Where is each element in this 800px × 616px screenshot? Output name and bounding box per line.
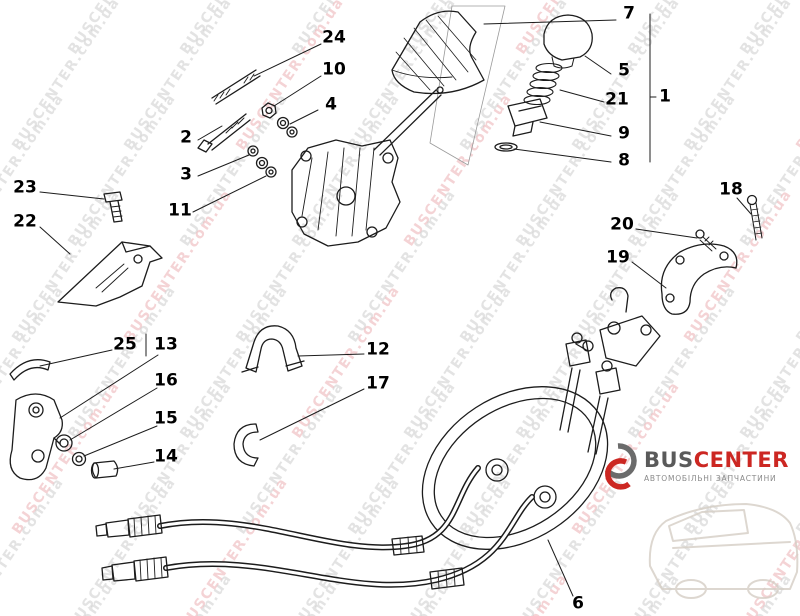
leader-line-8 bbox=[513, 148, 612, 163]
leader-line-16 bbox=[69, 387, 158, 441]
part-label-5: 5 bbox=[618, 60, 630, 81]
leader-line-12 bbox=[297, 353, 365, 357]
part-label-24: 24 bbox=[322, 27, 346, 48]
leader-line-9 bbox=[539, 121, 612, 137]
cable-bracket-19 bbox=[660, 243, 738, 315]
leader-line-11 bbox=[192, 175, 267, 213]
leader-line-18 bbox=[736, 197, 752, 215]
leader-lines bbox=[39, 13, 752, 597]
leader-line-13 bbox=[59, 354, 159, 419]
part-label-8: 8 bbox=[618, 150, 630, 171]
shift-housing bbox=[291, 139, 401, 247]
part-label-25: 25 bbox=[113, 334, 137, 355]
screw-18 bbox=[746, 194, 763, 241]
clamp-12 bbox=[241, 325, 305, 373]
part-label-11: 11 bbox=[168, 200, 192, 221]
part-label-1: 1 bbox=[659, 86, 671, 107]
bracket-22 bbox=[57, 241, 163, 307]
spring-21 bbox=[523, 62, 563, 106]
part-label-17: 17 bbox=[366, 373, 390, 394]
stud-24 bbox=[211, 69, 261, 105]
lever-rod bbox=[373, 86, 444, 156]
leader-line-10 bbox=[273, 75, 322, 107]
selector-shaft-9 bbox=[507, 98, 548, 137]
clip-17 bbox=[233, 423, 259, 467]
logo-name-center: CENTER bbox=[693, 447, 789, 472]
gear-lever-boot-7 bbox=[391, 10, 485, 95]
washer-3 bbox=[247, 145, 259, 157]
part-label-16: 16 bbox=[154, 370, 178, 391]
link-25 bbox=[9, 359, 51, 381]
assembly-frame bbox=[429, 5, 506, 166]
part-label-21: 21 bbox=[605, 89, 629, 110]
buscenter-logo: BUSCENTER АВТОМОБІЛЬНІ ЗАПЧАСТИНИ bbox=[600, 440, 789, 492]
cable-ends bbox=[559, 332, 621, 455]
leader-line-3 bbox=[197, 154, 250, 177]
leader-line-19 bbox=[631, 261, 667, 289]
cables-6 bbox=[157, 465, 535, 588]
logo-name-bus: BUS bbox=[644, 447, 694, 472]
part-label-13: 13 bbox=[154, 334, 178, 355]
part-label-7: 7 bbox=[623, 3, 635, 24]
leader-line-23 bbox=[39, 191, 105, 200]
part-label-3: 3 bbox=[180, 164, 192, 185]
leader-line-14 bbox=[113, 461, 155, 470]
nut-10 bbox=[261, 102, 277, 119]
part-label-6: 6 bbox=[572, 593, 584, 614]
buscenter-logo-mark bbox=[604, 443, 637, 490]
bushing-15 bbox=[71, 451, 87, 467]
leader-line-20 bbox=[635, 228, 698, 239]
grommet-plate bbox=[421, 386, 609, 550]
washers-11 bbox=[255, 156, 277, 178]
washer-16 bbox=[55, 434, 73, 452]
part-label-20: 20 bbox=[610, 214, 634, 235]
leader-line-7 bbox=[483, 19, 617, 25]
leader-line-2 bbox=[197, 125, 223, 141]
part-label-12: 12 bbox=[366, 339, 390, 360]
washers-4 bbox=[276, 116, 298, 138]
logo-tagline: АВТОМОБІЛЬНІ ЗАПЧАСТИНИ bbox=[644, 474, 777, 484]
part-label-14: 14 bbox=[154, 446, 178, 467]
leader-line-15 bbox=[83, 425, 158, 457]
cable-fittings-left bbox=[95, 514, 169, 582]
leader-line-22 bbox=[39, 226, 71, 255]
part-label-15: 15 bbox=[154, 408, 178, 429]
logo-name: BUSCENTER bbox=[644, 447, 789, 472]
leader-line-24 bbox=[253, 43, 322, 77]
part-label-4: 4 bbox=[325, 94, 337, 115]
leader-line-21 bbox=[559, 89, 605, 103]
van-sketch bbox=[648, 503, 799, 599]
part-label-22: 22 bbox=[13, 211, 37, 232]
part-label-19: 19 bbox=[606, 247, 630, 268]
screw-20 bbox=[695, 229, 717, 252]
leader-line-25 bbox=[39, 349, 113, 367]
part-label-9: 9 bbox=[618, 123, 630, 144]
selector-lever-assembly bbox=[575, 287, 661, 367]
bolt-2 bbox=[197, 113, 251, 153]
cap-14 bbox=[90, 460, 119, 479]
cable-adjusters bbox=[391, 535, 465, 590]
part-label-23: 23 bbox=[13, 177, 37, 198]
part-label-2: 2 bbox=[180, 127, 192, 148]
leader-line-5 bbox=[584, 55, 612, 75]
o-ring-8 bbox=[494, 142, 518, 152]
leader-line-17 bbox=[259, 388, 365, 441]
part-label-18: 18 bbox=[719, 179, 743, 200]
leader-line-4 bbox=[289, 109, 319, 125]
part-label-10: 10 bbox=[322, 59, 346, 80]
leader-line-6 bbox=[547, 539, 574, 597]
bolt-23 bbox=[103, 191, 123, 223]
lever-13 bbox=[9, 393, 63, 481]
